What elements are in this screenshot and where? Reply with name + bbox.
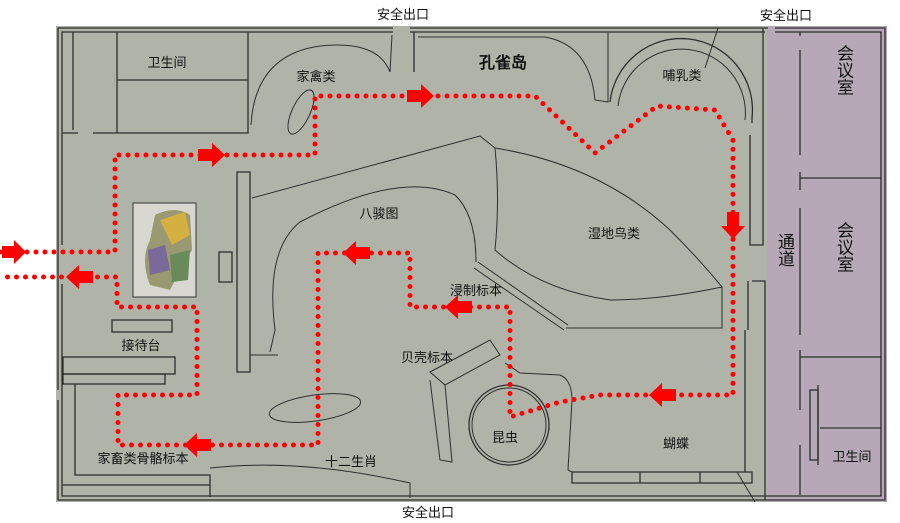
room-label-peacock-island: 孔雀岛 — [479, 53, 527, 72]
room-label-wetland-birds: 湿地鸟类 — [588, 226, 640, 242]
walls — [57, 27, 886, 503]
room-label-toilet-right: 卫生间 — [832, 450, 871, 465]
room-label-zodiac: 十二生肖 — [325, 455, 377, 470]
exit-label-top-right: 安全出口 — [760, 8, 812, 24]
arrow-left-icon — [445, 295, 472, 319]
room-label-eight-horses: 八骏图 — [359, 207, 398, 222]
corridor-label: 通道 — [774, 233, 795, 267]
room-label-preserved-specimens: 浸制标本 — [450, 284, 502, 299]
arrow-down-icon — [721, 212, 745, 239]
arrow-right-icon — [2, 240, 26, 264]
corridor-area — [767, 26, 887, 502]
room-label-butterflies: 蝴蝶 — [663, 437, 689, 452]
arrow-left-icon — [649, 383, 676, 407]
arrow-right-icon — [407, 84, 434, 108]
room-label-meeting-room-2: 会议室 — [833, 221, 854, 272]
room-label-poultry: 家禽类 — [296, 69, 335, 85]
room-label-insects: 昆虫 — [492, 431, 518, 446]
room-label-shell-specimens: 贝壳标本 — [401, 351, 453, 366]
arrow-left-icon — [343, 241, 370, 265]
visit-route — [0, 84, 745, 457]
map-painting — [132, 202, 197, 298]
room-label-meeting-room-1: 会议室 — [833, 44, 854, 95]
arrow-left-icon — [184, 433, 211, 457]
exit-label-bottom: 安全出口 — [402, 505, 454, 521]
room-label-reception: 接待台 — [121, 338, 160, 354]
arrow-left-icon — [66, 265, 93, 289]
room-label-mammals: 哺乳类 — [662, 69, 701, 84]
exit-label-top-left: 安全出口 — [377, 7, 429, 23]
labels: 安全出口 安全出口 安全出口 卫生间 家禽类 孔雀岛 哺乳类 八骏图 湿地鸟类 … — [97, 7, 871, 521]
room-label-toilet-left: 卫生间 — [147, 56, 186, 71]
room-label-livestock-skeletons: 家畜类骨骼标本 — [97, 451, 188, 467]
arrow-right-icon — [198, 143, 225, 167]
